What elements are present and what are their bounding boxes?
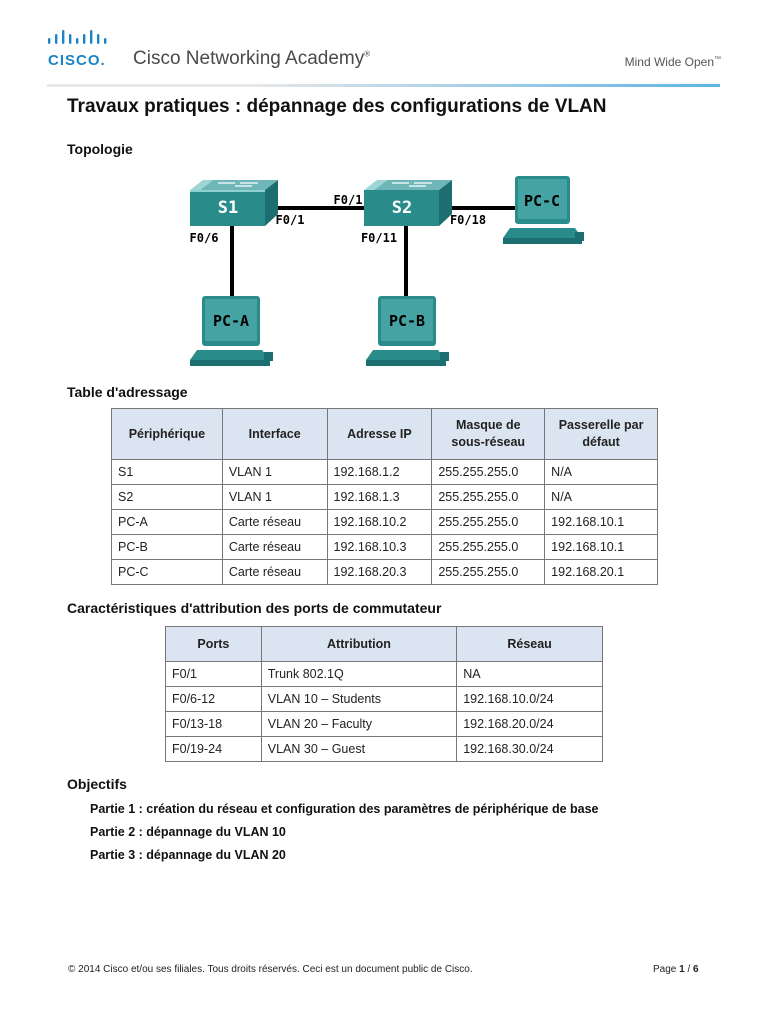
table-cell: PC-B bbox=[111, 534, 223, 560]
column-header: Masque de sous-réseau bbox=[431, 408, 546, 460]
tagline-text: Mind Wide Open bbox=[624, 55, 714, 69]
table-cell: F0/19-24 bbox=[165, 736, 262, 762]
table-cell: N/A bbox=[544, 484, 658, 510]
header-divider bbox=[47, 84, 720, 87]
column-header: Ports bbox=[165, 626, 262, 662]
objectives-list: Partie 1 : création du réseau et configu… bbox=[90, 798, 599, 867]
table-cell: N/A bbox=[544, 459, 658, 485]
port-label-s1-f0-1: F0/1 bbox=[276, 213, 305, 227]
port-label-s2-f0-11: F0/11 bbox=[361, 231, 397, 245]
table-cell: 192.168.1.3 bbox=[326, 484, 433, 510]
table-cell: 255.255.255.0 bbox=[431, 534, 546, 560]
table-cell: Carte réseau bbox=[221, 559, 328, 585]
table-cell: 192.168.10.0/24 bbox=[456, 686, 603, 712]
table-cell: 255.255.255.0 bbox=[431, 459, 546, 485]
table-cell: VLAN 1 bbox=[221, 459, 328, 485]
topology-diagram: S1 S2 PC-C bbox=[180, 168, 600, 368]
table-cell: VLAN 30 – Guest bbox=[260, 736, 458, 762]
table-cell: S2 bbox=[111, 484, 223, 510]
pc-b-icon bbox=[366, 296, 449, 366]
page-total: 6 bbox=[693, 964, 699, 975]
table-row: F0/6-12 VLAN 10 – Students 192.168.10.0/… bbox=[165, 686, 603, 712]
table-cell: VLAN 1 bbox=[221, 484, 328, 510]
table-cell: 192.168.20.1 bbox=[544, 559, 658, 585]
table-cell: Carte réseau bbox=[221, 509, 328, 535]
table-cell: 192.168.10.1 bbox=[544, 509, 658, 535]
table-row: F0/13-18 VLAN 20 – Faculty 192.168.20.0/… bbox=[165, 711, 603, 737]
table-row: PC-C Carte réseau 192.168.20.3 255.255.2… bbox=[111, 559, 658, 585]
table-cell: 255.255.255.0 bbox=[431, 559, 546, 585]
table-cell: F0/6-12 bbox=[165, 686, 262, 712]
cisco-wordmark: CISCO. bbox=[48, 52, 106, 69]
table-cell: 255.255.255.0 bbox=[431, 484, 546, 510]
table-row: F0/1 Trunk 802.1Q NA bbox=[165, 661, 603, 687]
tagline: Mind Wide Open™ bbox=[625, 55, 721, 69]
address-table-header-row: Périphérique Interface Adresse IP Masque… bbox=[111, 408, 658, 460]
academy-text: Cisco Networking Academy bbox=[133, 48, 365, 69]
page-current: 1 bbox=[679, 964, 685, 975]
table-cell: VLAN 10 – Students bbox=[260, 686, 458, 712]
table-cell: PC-A bbox=[111, 509, 223, 535]
column-header: Interface bbox=[221, 408, 328, 460]
table-row: S2 VLAN 1 192.168.1.3 255.255.255.0 N/A bbox=[111, 484, 658, 510]
table-cell: S1 bbox=[111, 459, 223, 485]
cisco-logo-icon bbox=[48, 30, 107, 44]
table-cell: F0/13-18 bbox=[165, 711, 262, 737]
table-cell: VLAN 20 – Faculty bbox=[260, 711, 458, 737]
label-pc-c: PC-C bbox=[524, 192, 560, 210]
objective-item: Partie 3 : dépannage du VLAN 20 bbox=[90, 848, 286, 862]
port-label-s2-f0-1: F0/1 bbox=[334, 193, 363, 207]
objective-item: Partie 1 : création du réseau et configu… bbox=[90, 802, 599, 816]
switch-s2-icon bbox=[364, 180, 452, 226]
column-header: Adresse IP bbox=[326, 408, 433, 460]
column-header: Attribution bbox=[260, 626, 458, 662]
table-cell: 192.168.10.3 bbox=[326, 534, 433, 560]
table-cell: NA bbox=[456, 661, 603, 687]
table-cell: 255.255.255.0 bbox=[431, 509, 546, 535]
section-objectives-heading: Objectifs bbox=[67, 776, 127, 792]
table-row: PC-A Carte réseau 192.168.10.2 255.255.2… bbox=[111, 509, 658, 535]
table-row: F0/19-24 VLAN 30 – Guest 192.168.30.0/24 bbox=[165, 736, 603, 762]
table-cell: PC-C bbox=[111, 559, 223, 585]
column-header: Périphérique bbox=[111, 408, 223, 460]
page-title: Travaux pratiques : dépannage des config… bbox=[67, 96, 607, 117]
objective-item: Partie 2 : dépannage du VLAN 10 bbox=[90, 825, 286, 839]
section-address-table-heading: Table d'adressage bbox=[67, 384, 188, 400]
table-cell: 192.168.30.0/24 bbox=[456, 736, 603, 762]
footer-copyright: © 2014 Cisco et/ou ses filiales. Tous dr… bbox=[68, 964, 473, 975]
address-table: Périphérique Interface Adresse IP Masque… bbox=[111, 408, 658, 585]
page-separator: / bbox=[684, 964, 694, 975]
table-cell: Carte réseau bbox=[221, 534, 328, 560]
column-header: Réseau bbox=[456, 626, 603, 662]
label-s1: S1 bbox=[218, 198, 238, 218]
port-table-header-row: Ports Attribution Réseau bbox=[165, 626, 603, 662]
switch-s1-icon bbox=[190, 180, 278, 226]
section-port-assignment-heading: Caractéristiques d'attribution des ports… bbox=[67, 600, 442, 616]
registered-mark: ® bbox=[364, 49, 371, 59]
table-row: PC-B Carte réseau 192.168.10.3 255.255.2… bbox=[111, 534, 658, 560]
pc-c-icon bbox=[503, 176, 584, 244]
table-cell: 192.168.20.3 bbox=[326, 559, 433, 585]
port-assignment-table: Ports Attribution Réseau F0/1 Trunk 802.… bbox=[165, 626, 603, 762]
table-cell: 192.168.20.0/24 bbox=[456, 711, 603, 737]
page-prefix: Page bbox=[653, 964, 680, 975]
trademark-mark: ™ bbox=[714, 56, 721, 63]
page-number: Page 1 / 6 bbox=[653, 964, 699, 975]
label-s2: S2 bbox=[392, 198, 412, 218]
table-row: S1 VLAN 1 192.168.1.2 255.255.255.0 N/A bbox=[111, 459, 658, 485]
table-cell: 192.168.10.1 bbox=[544, 534, 658, 560]
label-pc-b: PC-B bbox=[389, 312, 425, 330]
port-label-s1-f0-6: F0/6 bbox=[190, 231, 219, 245]
academy-name: Cisco Networking Academy® bbox=[133, 48, 370, 70]
page-header: CISCO. Cisco Networking Academy® Mind Wi… bbox=[0, 0, 768, 90]
label-pc-a: PC-A bbox=[213, 312, 249, 330]
port-label-s2-f0-18: F0/18 bbox=[450, 213, 486, 227]
pc-a-icon bbox=[190, 296, 273, 366]
table-cell: F0/1 bbox=[165, 661, 262, 687]
section-topology-heading: Topologie bbox=[67, 141, 133, 157]
table-cell: 192.168.10.2 bbox=[326, 509, 433, 535]
column-header: Passerelle par défaut bbox=[544, 408, 658, 460]
table-cell: Trunk 802.1Q bbox=[260, 661, 458, 687]
table-cell: 192.168.1.2 bbox=[326, 459, 433, 485]
